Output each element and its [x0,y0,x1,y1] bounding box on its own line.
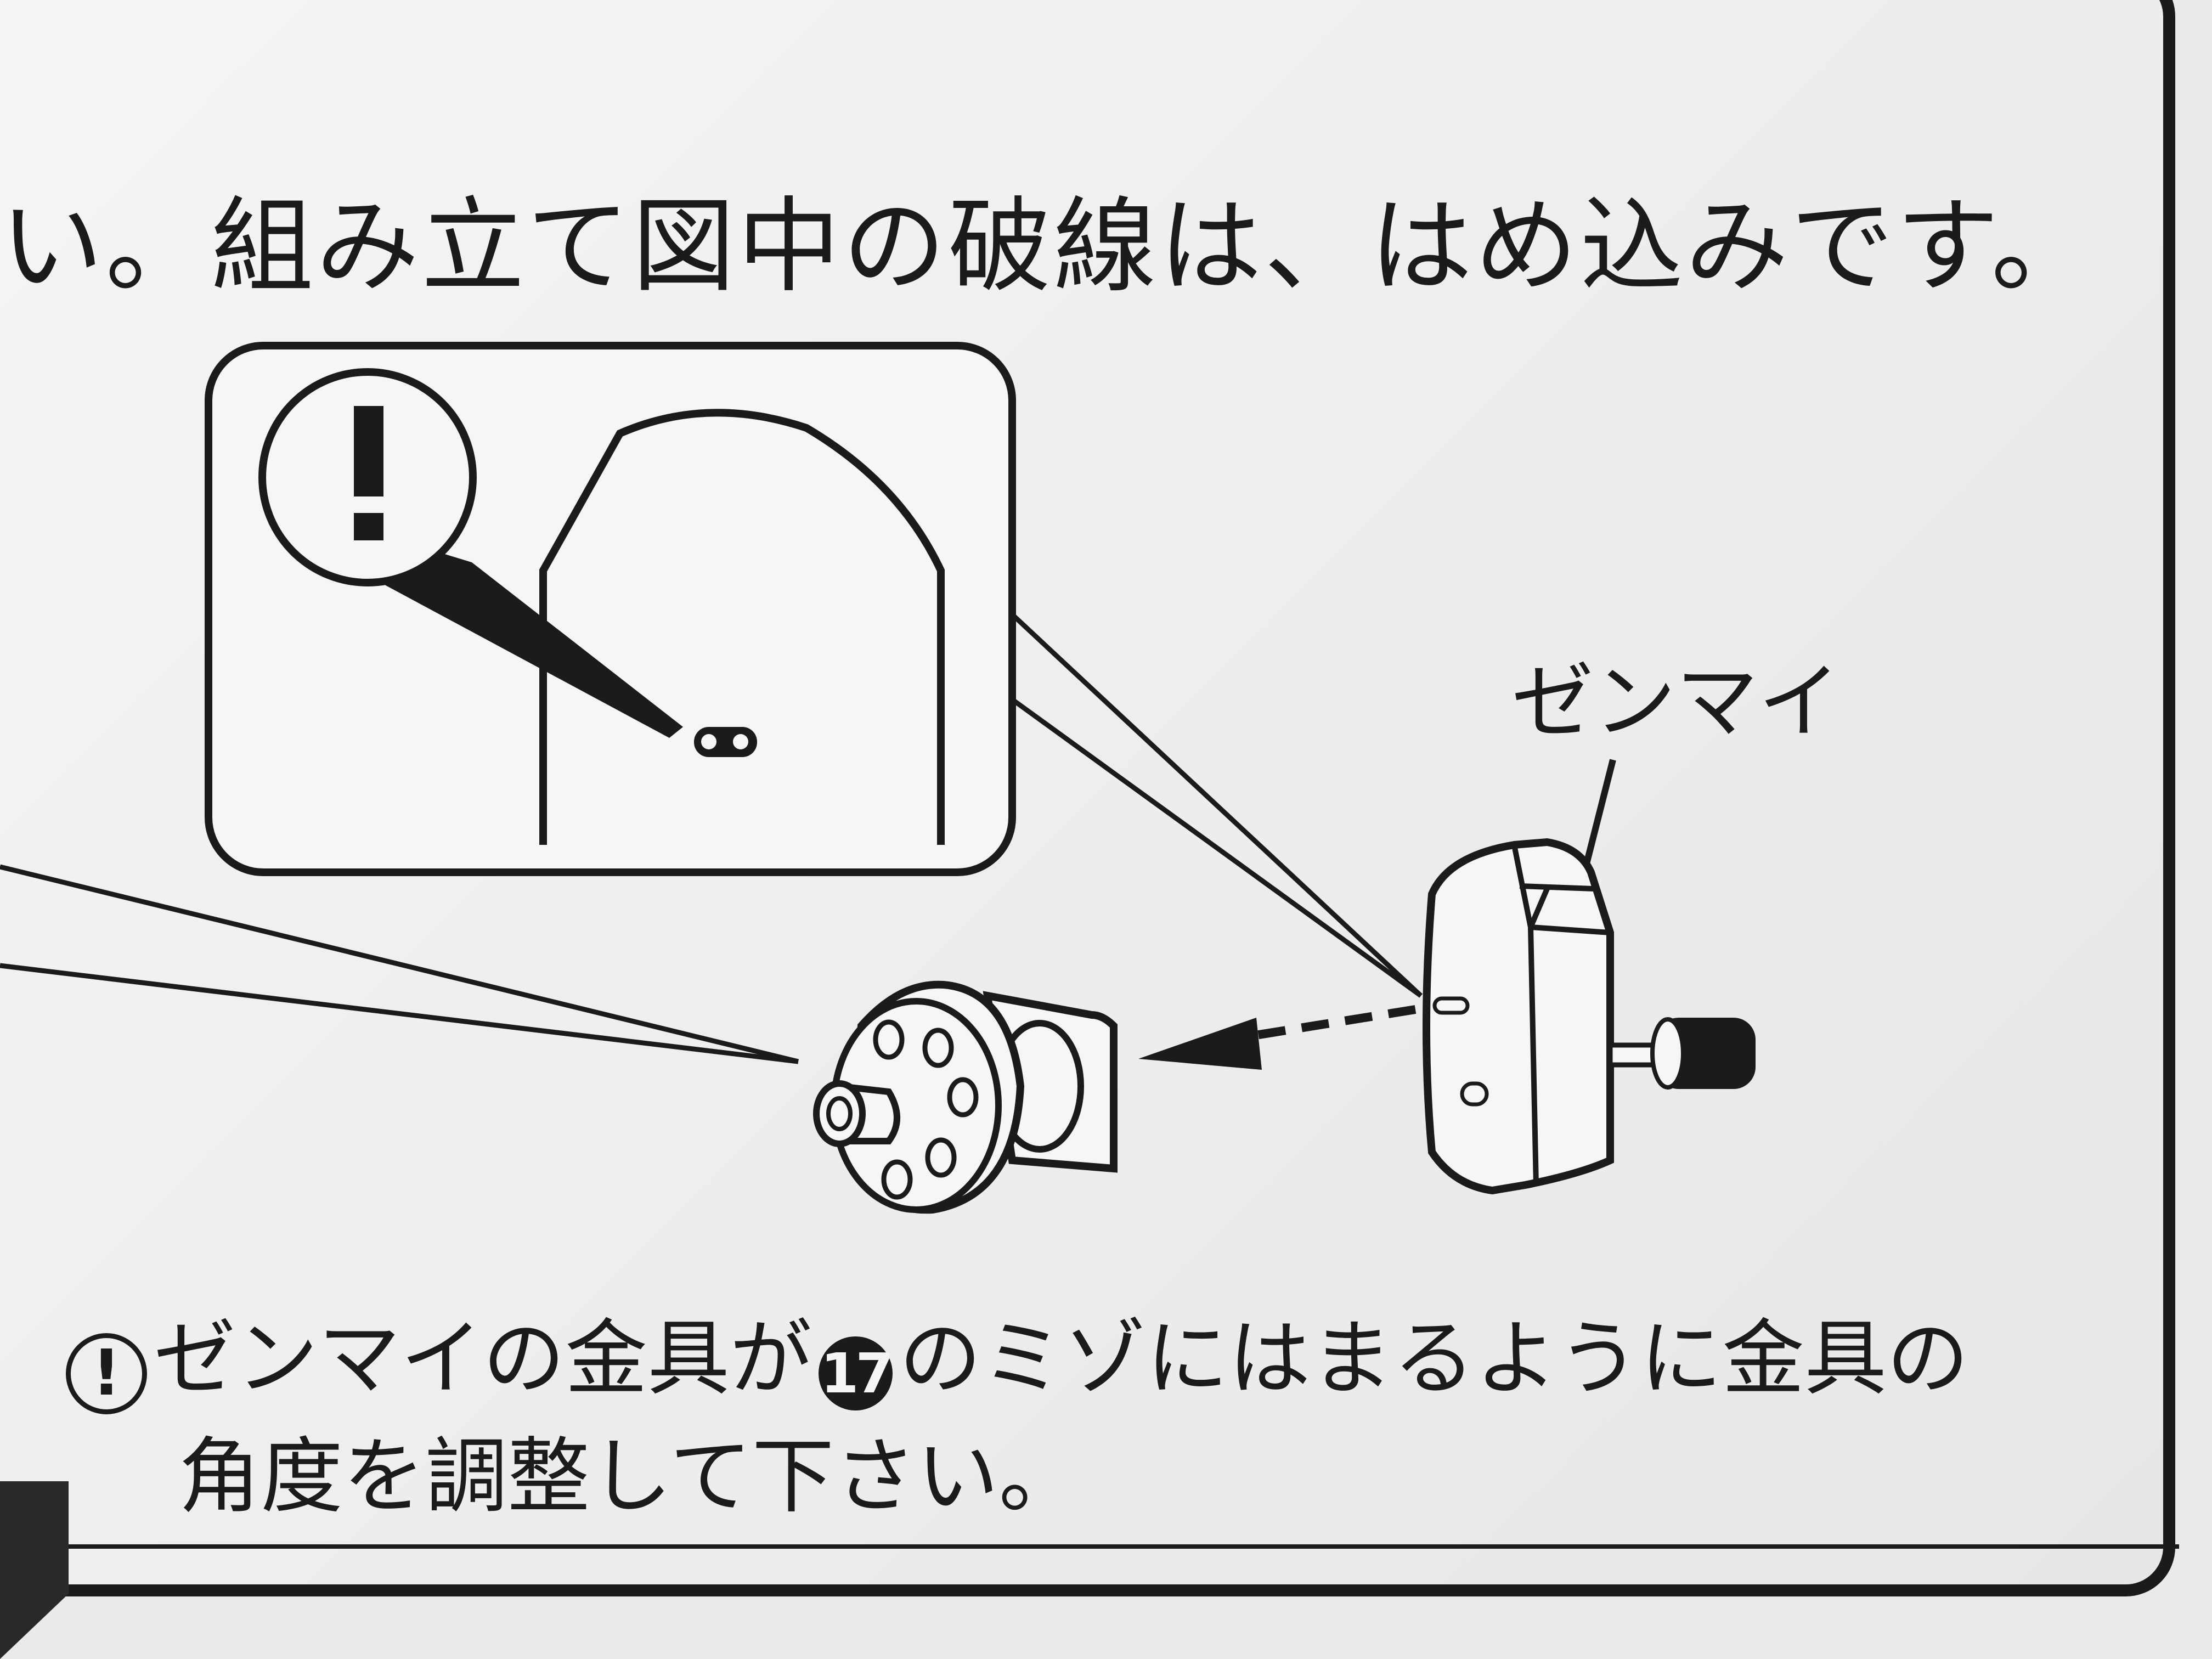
heading-text: い。組み立て図中の破線は、はめ込みです。 [0,187,2097,307]
magnified-housing-outline [539,409,945,845]
part-number-badge: 17 [819,1336,894,1410]
instruction-text-before: ゼンマイの金具が [154,1311,812,1407]
caution-bubble-icon [258,368,683,738]
instruction-text-line2: 角度を調整して下さい。 [178,1429,1081,1525]
instruction-text-after: のミゾにはまるように金具の [899,1311,1970,1407]
divider-line [0,1544,2179,1549]
caution-mark-icon: ! [66,1333,147,1414]
zenmai-part [1423,759,1756,1195]
zenmai-label: ゼンマイ [1511,654,1841,750]
gear-part-17 [813,980,1118,1214]
magnified-slot [694,727,757,757]
insertion-arrow-icon [1138,1018,1262,1070]
next-step-arrow-icon [0,1481,69,1659]
